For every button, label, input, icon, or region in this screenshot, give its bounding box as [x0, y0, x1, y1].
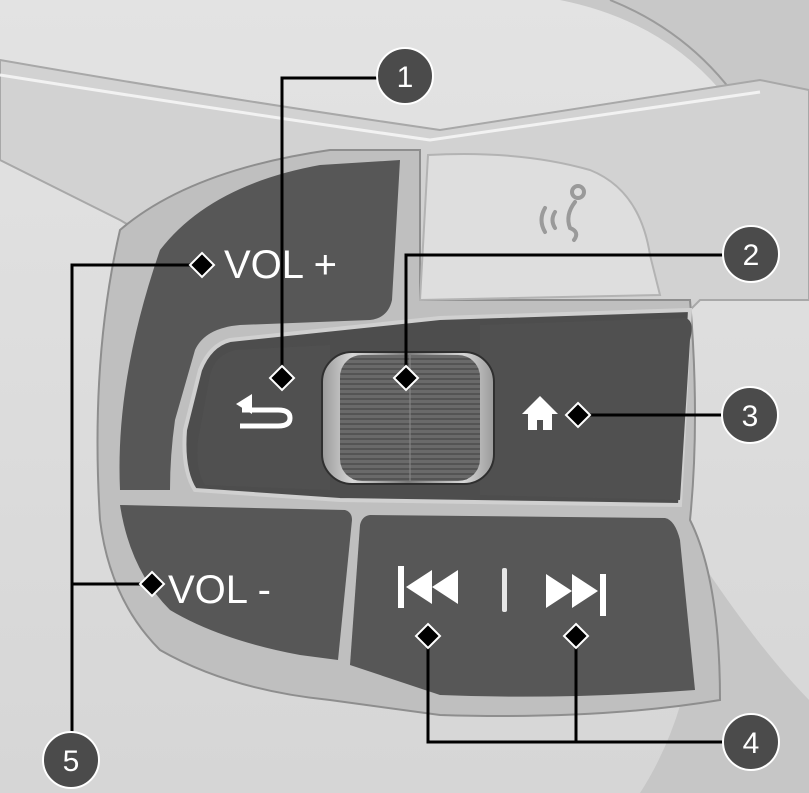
home-button[interactable] — [480, 318, 692, 500]
marker-4a — [414, 622, 442, 650]
callout-3-number: 3 — [742, 400, 759, 433]
track-separator — [502, 568, 507, 612]
callout-2-number: 2 — [743, 239, 760, 272]
leader-2 — [404, 253, 728, 378]
leader-5 — [70, 263, 200, 740]
home-icon — [522, 396, 558, 430]
voice-command-button[interactable] — [418, 153, 662, 302]
marker-3 — [564, 401, 592, 429]
marker-1 — [268, 364, 296, 392]
selector-wheel[interactable] — [321, 351, 495, 485]
skip-forward-icon[interactable] — [546, 574, 606, 616]
callout-4: 4 — [722, 713, 780, 771]
skip-back-icon[interactable] — [398, 566, 458, 608]
leader-1 — [280, 76, 384, 378]
marker-4b — [562, 622, 590, 650]
vol-plus-button[interactable] — [119, 160, 401, 490]
back-button[interactable] — [197, 345, 330, 490]
voice-command-icon — [539, 184, 586, 242]
vol-minus-button[interactable] — [120, 505, 352, 660]
marker-5a — [188, 251, 216, 279]
leader-markers — [138, 251, 592, 650]
spoke-upper-highlight — [0, 73, 761, 142]
leader-lines — [70, 76, 728, 744]
callout-1-number: 1 — [397, 61, 414, 94]
callout-2: 2 — [722, 225, 780, 283]
callout-4-number: 4 — [743, 727, 760, 760]
leader-4 — [426, 636, 728, 744]
marker-5b — [138, 570, 166, 598]
vol-minus-label: VOL - — [168, 568, 271, 612]
back-arrow-icon — [236, 394, 293, 429]
callout-5-number: 5 — [63, 745, 80, 778]
callout-1: 1 — [376, 47, 434, 105]
track-button[interactable] — [350, 515, 695, 697]
callout-3: 3 — [721, 386, 779, 444]
callout-5: 5 — [42, 731, 100, 789]
marker-2 — [392, 364, 420, 392]
wheel-rim-upper — [560, 0, 809, 300]
